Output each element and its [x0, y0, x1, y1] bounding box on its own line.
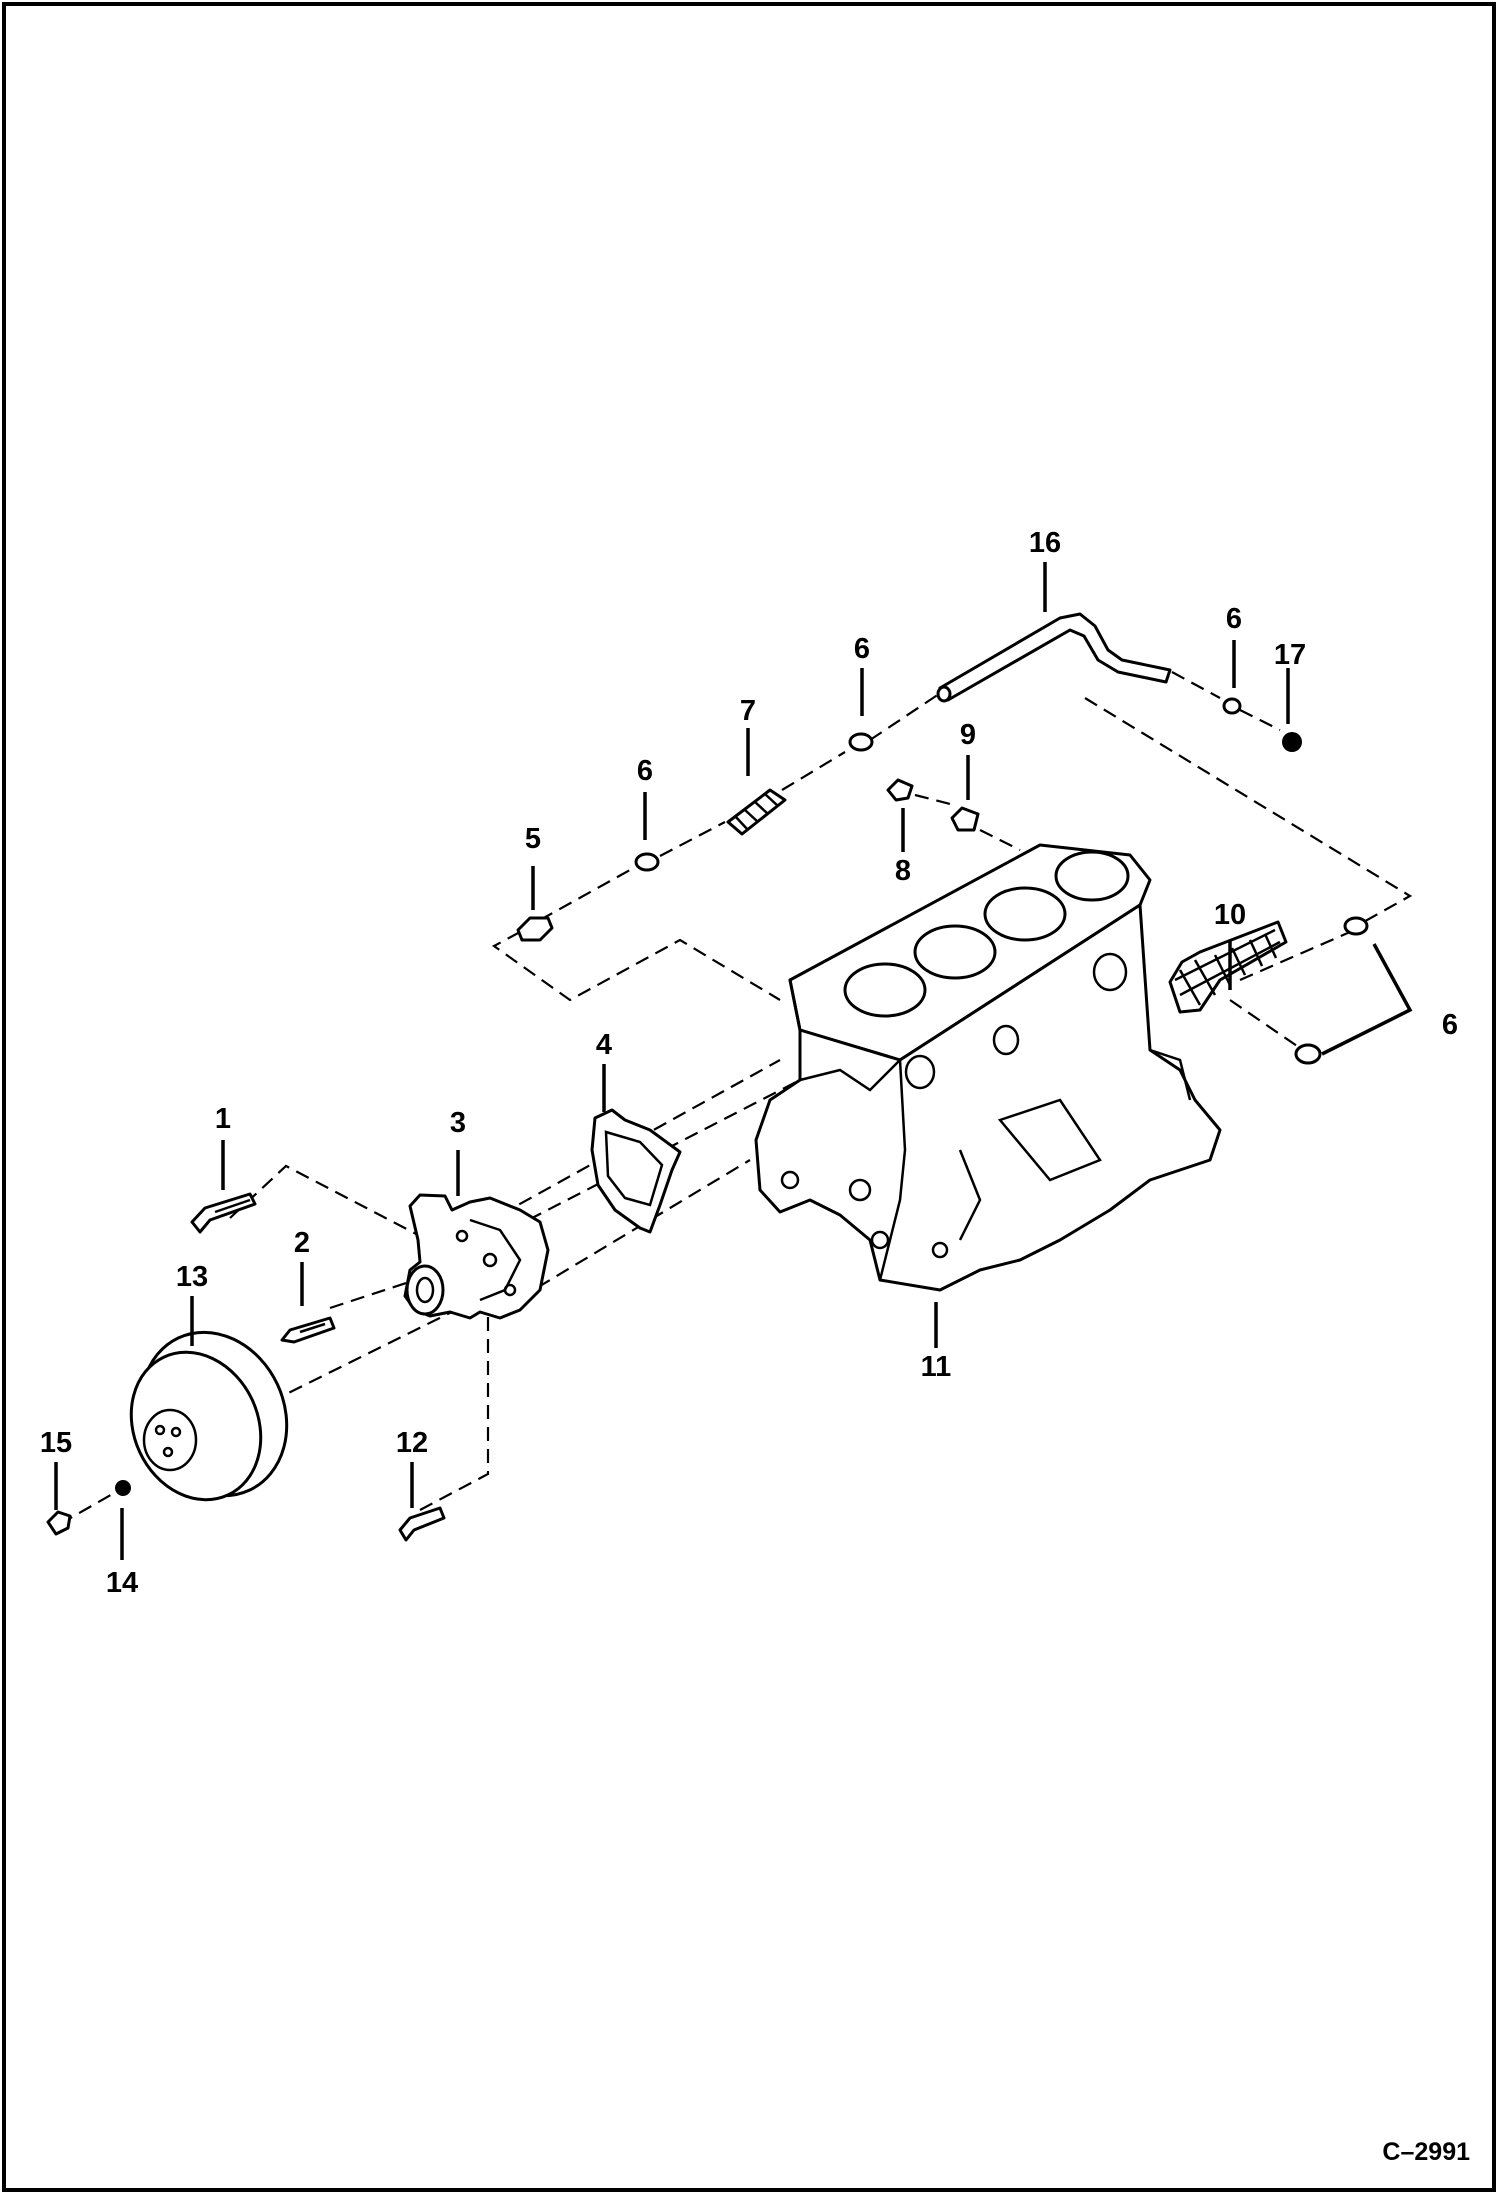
callout-6-a: 6 [637, 755, 653, 787]
callout-6-c: 6 [1226, 603, 1242, 635]
part-6-clamps [634, 697, 1369, 1065]
callout-10: 10 [1214, 899, 1246, 931]
part-11-engine-block [754, 843, 1222, 1292]
leader-lines [54, 562, 1413, 1560]
figure-reference: C–2991 [1382, 2138, 1470, 2166]
part-1-bolt [190, 1192, 257, 1234]
part-17-cap [1282, 732, 1302, 752]
callout-6-b: 6 [854, 633, 870, 665]
callout-3: 3 [450, 1107, 466, 1139]
part-7-hose [726, 788, 787, 836]
callout-12: 12 [396, 1427, 428, 1459]
callout-7: 7 [740, 695, 756, 727]
part-14-washer [115, 1480, 131, 1496]
callout-2: 2 [294, 1227, 310, 1259]
part-12-bolt [398, 1506, 446, 1542]
callout-11: 11 [921, 1351, 952, 1383]
callout-4: 4 [596, 1029, 612, 1061]
part-3-water-pump [403, 1193, 550, 1320]
part-4-gasket [590, 1108, 682, 1234]
part-15-bolt [46, 1510, 72, 1536]
callout-1: 1 [215, 1103, 231, 1135]
callout-17: 17 [1274, 639, 1306, 671]
callout-16: 16 [1029, 527, 1061, 559]
callout-15: 15 [40, 1427, 72, 1459]
part-8-plug [886, 778, 914, 802]
part-2-stud [280, 1316, 336, 1344]
part-16-pipe [936, 612, 1172, 703]
part-9-cap [950, 806, 980, 832]
part-5-fitting [516, 916, 554, 942]
callout-13: 13 [176, 1261, 208, 1293]
callout-8: 8 [895, 855, 911, 887]
callout-9: 9 [960, 719, 976, 751]
callout-5: 5 [525, 823, 541, 855]
callouts: 1 2 3 4 5 6 6 6 6 7 8 9 10 11 12 13 14 1… [40, 527, 1458, 1599]
part-13-pulley [129, 1330, 289, 1502]
callout-6-d: 6 [1442, 1009, 1458, 1041]
callout-14: 14 [106, 1567, 138, 1599]
